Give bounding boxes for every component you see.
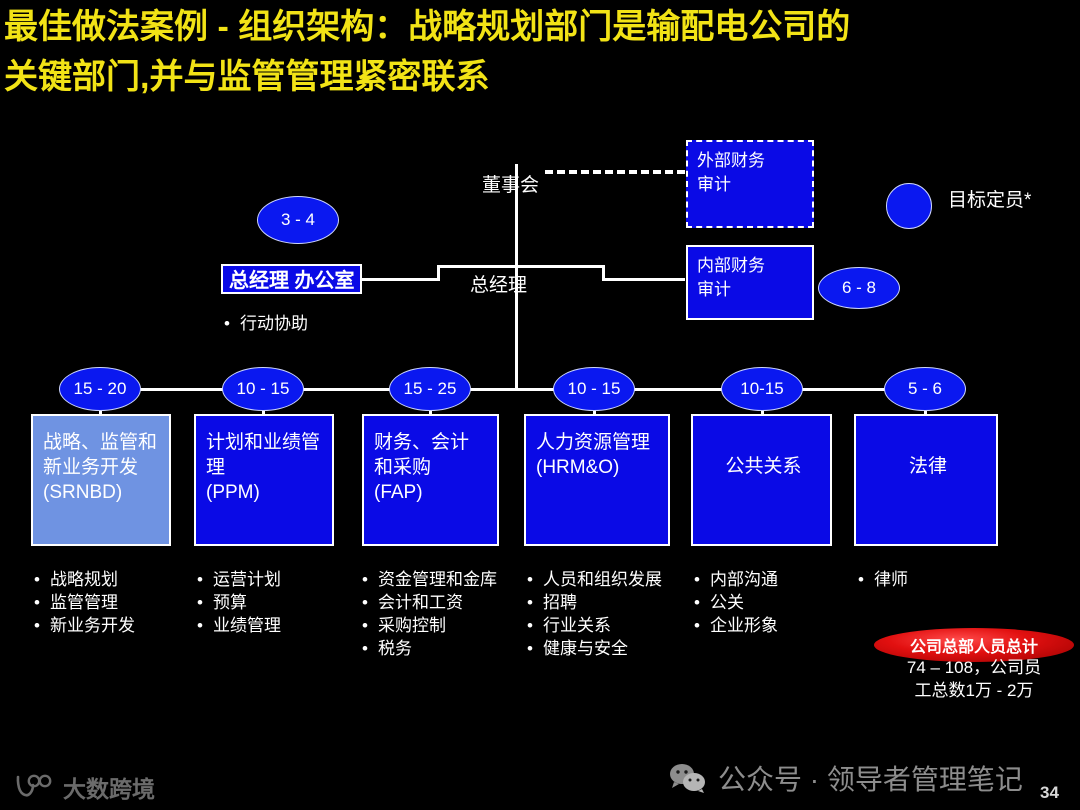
department-box-srnbd[interactable]: 战略、监管和 新业务开发 (SRNBD) (31, 414, 171, 546)
department-bullets-srnbd: 战略规划 监管管理 新业务开发 (32, 568, 135, 637)
internal-financial-audit-box[interactable]: 内部财务 审计 (686, 245, 814, 320)
list-item: 人员和组织发展 (525, 568, 662, 591)
department-box-fap[interactable]: 财务、会计 和采购 (FAP) (362, 414, 499, 546)
wechat-icon (670, 764, 705, 793)
dept-headcount-ellipse-3: 15 - 25 (389, 367, 471, 411)
list-item: 会计和工资 (360, 591, 497, 614)
list-item: 税务 (360, 637, 497, 660)
dept-headcount-ellipse-5: 10-15 (721, 367, 803, 411)
gm-to-internal-audit-line (602, 278, 685, 281)
board-of-directors-label: 董事会 (482, 175, 540, 196)
list-item: 行动协助 (222, 312, 308, 335)
list-item: 企业形象 (692, 614, 778, 637)
department-bullets-legal: 律师 (856, 568, 908, 591)
list-item: 战略规划 (32, 568, 135, 591)
list-item: 公关 (692, 591, 778, 614)
list-item: 运营计划 (195, 568, 281, 591)
dept-headcount-ellipse-4: 10 - 15 (553, 367, 635, 411)
list-item: 预算 (195, 591, 281, 614)
department-box-ppm[interactable]: 计划和业绩管 理 (PPM) (194, 414, 334, 546)
external-financial-audit-box[interactable]: 外部财务 审计 (686, 140, 814, 228)
department-box-hrmo[interactable]: 人力资源管理 (HRM&O) (524, 414, 670, 546)
department-box-legal[interactable]: 法律 (854, 414, 998, 546)
gm-office-connector-riser (437, 265, 440, 281)
department-bullets-public-relations: 内部沟通 公关 企业形象 (692, 568, 778, 637)
total-detail-line-2: 工总数1万 - 2万 (914, 681, 1034, 700)
dept-headcount-ellipse-2: 10 - 15 (222, 367, 304, 411)
dashu-kuajing-logo-icon (16, 774, 52, 797)
list-item: 律师 (856, 568, 908, 591)
target-staffing-legend-label: 目标定员* (948, 190, 1032, 211)
gm-connector-right-riser (602, 265, 605, 281)
wechat-footer-label: 公众号 · 领导者管理笔记 (718, 764, 1023, 795)
company-hq-total-ellipse: 公司总部人员总计 (874, 628, 1074, 662)
department-bus-line (100, 388, 925, 391)
gm-connector-top (437, 265, 605, 268)
wechat-footer: 公众号 · 领导者管理笔记 (668, 758, 1023, 798)
dept-headcount-ellipse-1: 15 - 20 (59, 367, 141, 411)
internal-audit-headcount-ellipse: 6 - 8 (818, 267, 900, 309)
list-item: 采购控制 (360, 614, 497, 637)
list-item: 监管管理 (32, 591, 135, 614)
brand-footer: 大数跨境 (14, 770, 155, 804)
list-item: 招聘 (525, 591, 662, 614)
list-item: 健康与安全 (525, 637, 662, 660)
brand-footer-label: 大数跨境 (63, 776, 155, 802)
gm-office-connector-left (360, 278, 440, 281)
department-box-public-relations[interactable]: 公共关系 (691, 414, 832, 546)
target-staffing-legend-circle (886, 183, 932, 229)
department-bullets-fap: 资金管理和金库 会计和工资 采购控制 税务 (360, 568, 497, 660)
total-detail-line-1: 74 – 108，公司员 (906, 658, 1042, 677)
list-item: 内部沟通 (692, 568, 778, 591)
department-bullets-hrmo: 人员和组织发展 招聘 行业关系 健康与安全 (525, 568, 662, 660)
page-title: 最佳做法案例 - 组织架构：战略规划部门是输配电公司的 关键部门,并与监管管理紧… (4, 8, 851, 96)
list-item: 新业务开发 (32, 614, 135, 637)
board-to-external-audit-dashed-line (545, 170, 685, 174)
company-hq-total-detail: 74 – 108，公司员 工总数1万 - 2万 (874, 656, 1074, 702)
trunk-line-vertical (515, 164, 518, 390)
page-number: 34 (1040, 783, 1059, 802)
list-item: 资金管理和金库 (360, 568, 497, 591)
dept-headcount-ellipse-6: 5 - 6 (884, 367, 966, 411)
gm-office-headcount-ellipse: 3 - 4 (257, 196, 339, 244)
department-bullets-ppm: 运营计划 预算 业绩管理 (195, 568, 281, 637)
gm-office-box[interactable]: 总经理 办公室 (221, 264, 362, 294)
general-manager-label: 总经理 (470, 275, 528, 296)
gm-office-bullets: 行动协助 (222, 312, 308, 335)
list-item: 业绩管理 (195, 614, 281, 637)
list-item: 行业关系 (525, 614, 662, 637)
